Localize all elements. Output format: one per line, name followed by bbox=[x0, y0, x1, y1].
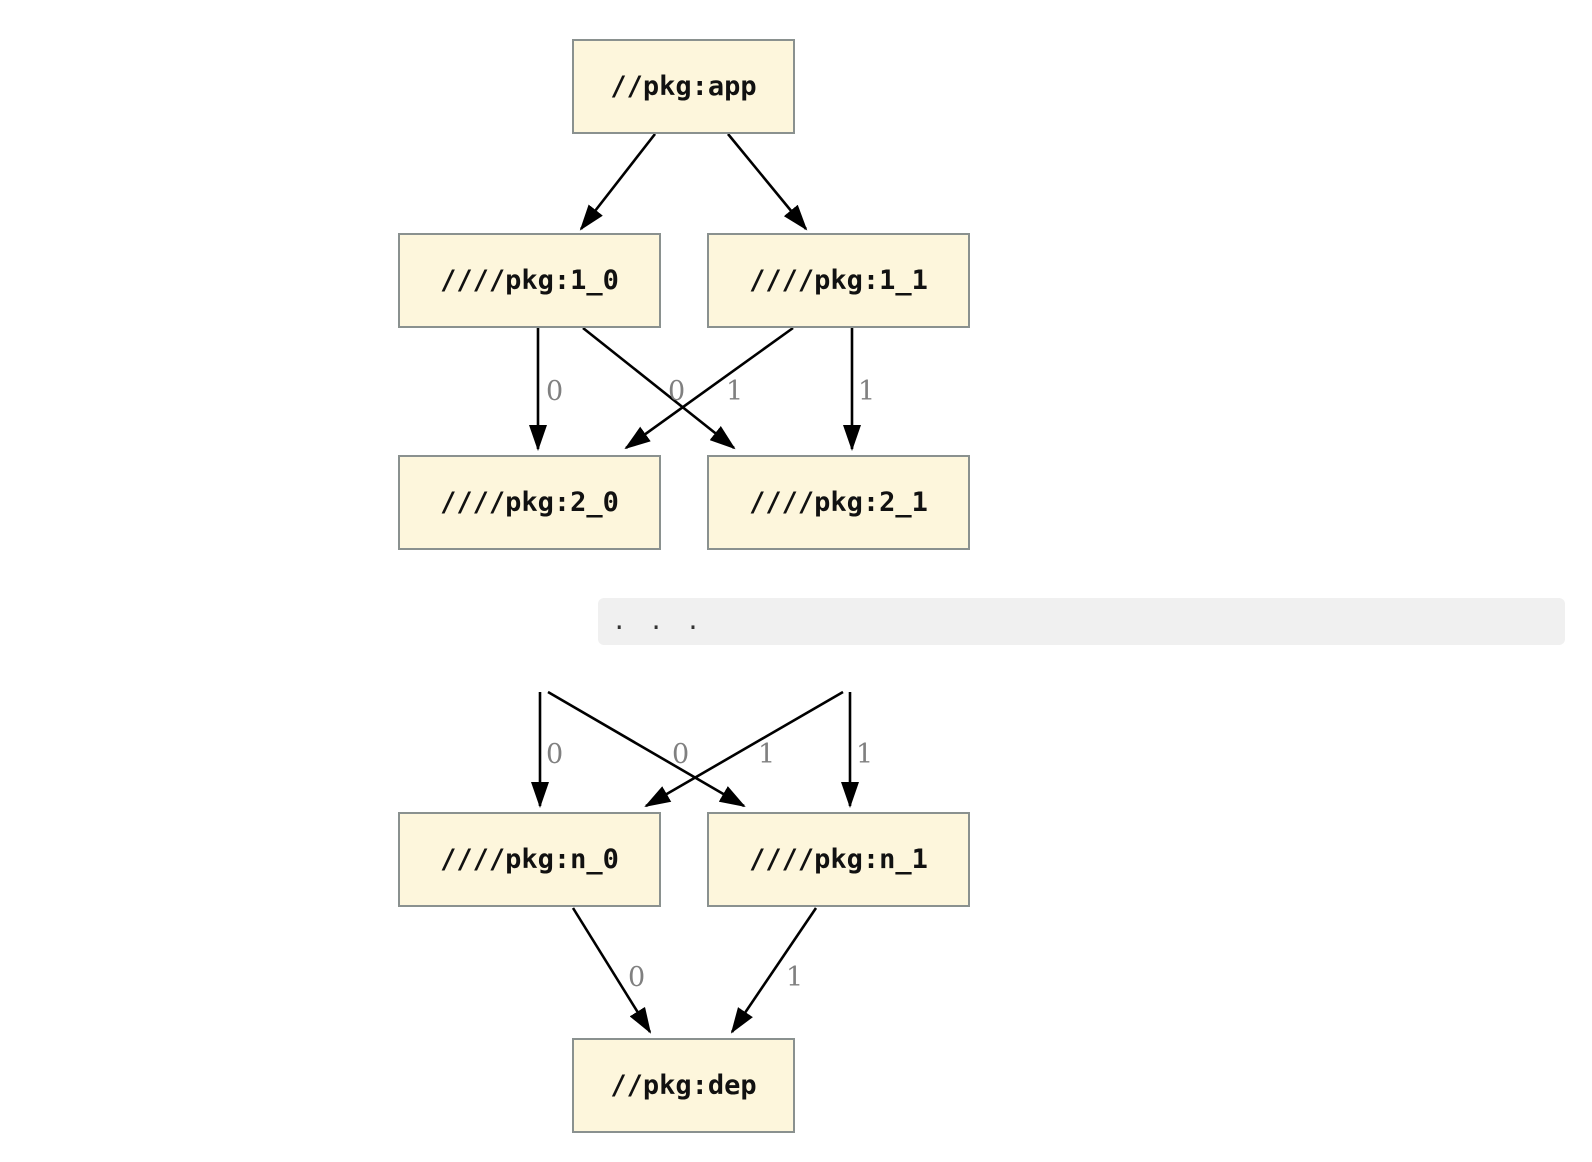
graph-node-l2_1: ////pkg:2_1 bbox=[707, 455, 970, 550]
graph-edge-app-to-l1_0 bbox=[579, 133, 657, 231]
edge-label: 0 bbox=[546, 376, 563, 407]
graph-node-l2_0: ////pkg:2_0 bbox=[398, 455, 661, 550]
ellipsis-separator: . . . bbox=[598, 598, 1565, 645]
graph-node-ln_1: ////pkg:n_1 bbox=[707, 812, 970, 907]
graph-node-l1_1: ////pkg:1_1 bbox=[707, 233, 970, 328]
edge-label: 1 bbox=[758, 739, 775, 770]
edge-label: 0 bbox=[668, 376, 685, 407]
graph-edge-ellipsis-to-ln_1 bbox=[547, 690, 746, 808]
graph-edge-l1_1-to-l2_0 bbox=[624, 326, 794, 450]
edge-label: 1 bbox=[858, 376, 875, 407]
edge-label: 0 bbox=[628, 962, 645, 993]
edge-label: 1 bbox=[856, 739, 873, 770]
graph-node-app: //pkg:app bbox=[572, 39, 795, 134]
graph-node-dep: //pkg:dep bbox=[572, 1038, 795, 1133]
edge-label: 1 bbox=[726, 376, 743, 407]
graph-node-ln_0: ////pkg:n_0 bbox=[398, 812, 661, 907]
graph-edge-app-to-l1_1 bbox=[726, 133, 808, 231]
graph-edge-ln_1-to-dep bbox=[730, 907, 818, 1034]
graph-edge-l1_0-to-l2_1 bbox=[582, 326, 736, 450]
edge-label: 0 bbox=[672, 739, 689, 770]
edge-label: 1 bbox=[786, 962, 803, 993]
graph-edge-ellipsis-to-ln_0 bbox=[644, 690, 844, 808]
edge-label: 0 bbox=[546, 739, 563, 770]
graph-node-l1_0: ////pkg:1_0 bbox=[398, 233, 661, 328]
graph-edge-ln_0-to-dep bbox=[571, 907, 652, 1034]
